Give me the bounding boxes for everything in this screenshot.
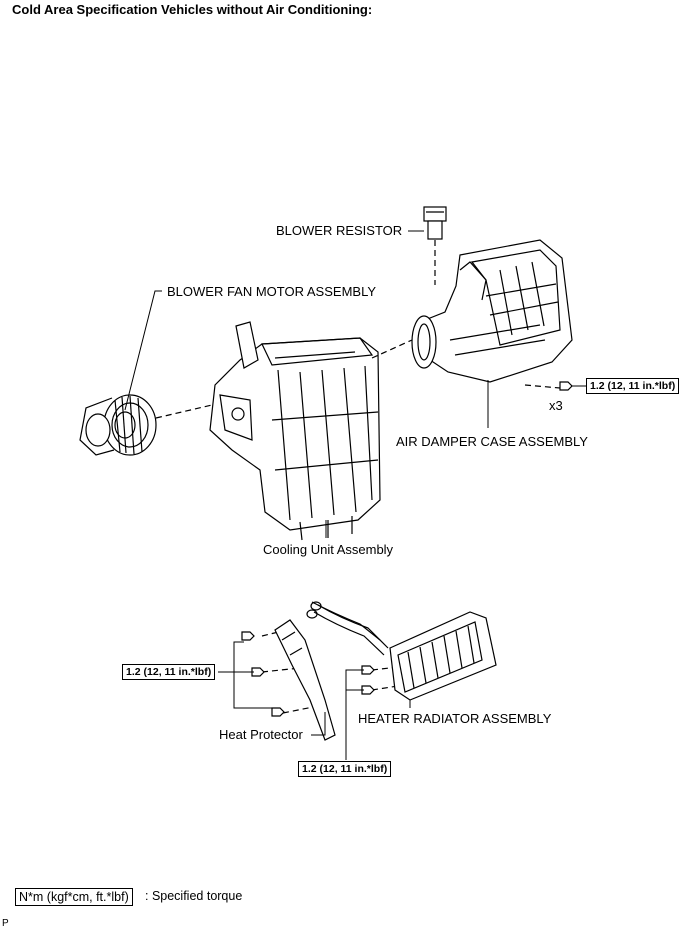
bolt-icons	[241, 381, 573, 717]
torque-spec-damper: 1.2 (12, 11 in.*lbf)	[586, 378, 680, 394]
heater-radiator-part	[306, 601, 497, 701]
blower-resistor-label: BLOWER RESISTOR	[276, 223, 403, 238]
legend-text: : Specified torque	[145, 889, 243, 903]
torque-spec-radiator: 1.2 (12, 11 in.*lbf)	[298, 761, 392, 777]
heat-protector-part	[274, 619, 336, 741]
heater-radiator-label: HEATER RADIATOR ASSEMBLY	[358, 711, 552, 726]
air-damper-case-part	[411, 239, 573, 383]
quantity-label: x3	[549, 398, 563, 413]
cooling-unit-part	[209, 321, 381, 541]
blower-fan-motor-label: BLOWER FAN MOTOR ASSEMBLY	[167, 284, 377, 299]
blower-resistor-part	[423, 206, 447, 240]
heat-protector-label: Heat Protector	[219, 727, 303, 742]
legend-symbol: N*m (kgf*cm, ft.*lbf)	[15, 888, 133, 906]
page-title: Cold Area Specification Vehicles without…	[12, 2, 373, 17]
leader-lines	[124, 230, 586, 760]
blower-fan-motor-part	[79, 394, 157, 456]
page-code: P	[2, 918, 9, 929]
cooling-unit-label: Cooling Unit Assembly	[263, 542, 394, 557]
torque-spec-protector: 1.2 (12, 11 in.*lbf)	[122, 664, 216, 680]
air-damper-case-label: AIR DAMPER CASE ASSEMBLY	[396, 434, 588, 449]
